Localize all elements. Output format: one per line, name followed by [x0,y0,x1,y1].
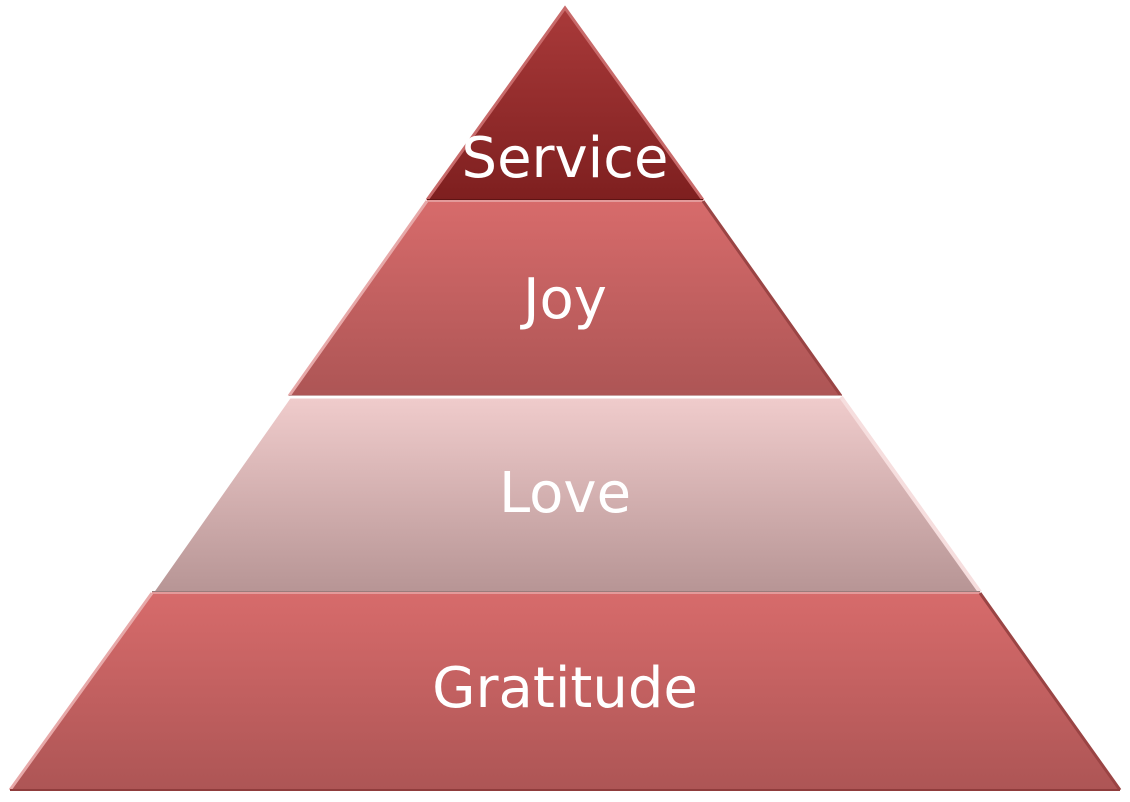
tier-label-joy: Joy [523,267,607,332]
tier-label-love: Love [498,461,632,526]
tier-gratitude-shape [8,592,1122,791]
tier-label-gratitude: Gratitude [432,656,698,721]
tier-label-service: Service [461,126,669,191]
